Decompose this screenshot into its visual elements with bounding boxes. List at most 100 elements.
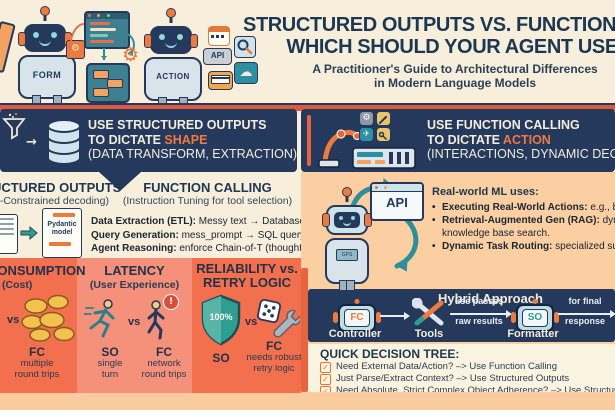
robot-ear-icon [144,34,152,48]
item-lead: Retrieval-Augmented Gen (RAG): [442,215,600,226]
consumption-subtitle: (Cost) [2,279,33,291]
arrow1-label-top: use passes [454,296,504,306]
cloud-glyph: ☁ [239,65,253,80]
checkbox-icon: ✓ [320,374,331,385]
use-case-line: Query Generation: mess_prompt → SQL quer… [91,229,307,243]
checkbox-icon: ✓ [320,362,331,373]
pydantic-model-doc-icon: Pydantic model [42,208,82,258]
calendar-icon [208,26,230,46]
robot-smile-icon [343,220,351,226]
flow-arrowhead [610,310,615,318]
warning-glyph: ! [168,297,174,307]
latency-title: LATENCY [104,263,165,278]
robot-eye-icon [51,32,57,38]
gear-tile-icon: ⚙ [359,111,374,126]
fc-label: FC [266,339,282,353]
real-world-heading: Real-world ML uses: [432,186,539,198]
window-dot [88,14,91,17]
runner-icon [84,299,115,338]
robot-ear-icon [190,34,198,48]
window-dot [375,186,378,189]
robot-head [18,24,72,52]
doc-accent-bar [53,213,75,217]
decision-item: ✓Need External Data/Action? –> Use Funct… [320,361,557,373]
robot-leg [346,280,355,291]
use-case-line: Data Extraction (ETL): Messy text → Data… [91,215,342,229]
doc-line [0,228,14,230]
latency-fc: FC network round trips [136,346,192,380]
code-line [90,22,110,25]
document-icon [0,214,18,254]
bullet-icon: • [432,215,436,226]
flowchart-node [93,88,109,97]
plane-glyph: ✈ [363,129,370,138]
function-calling-heading: FUNCTION CALLING [143,180,272,195]
gear-glyph: ⚙ [362,113,371,123]
fc-desc: needs robust [246,352,302,363]
band-line2-accent: ACTION [502,132,551,147]
formatter-label: Formatter [507,328,559,340]
cloud-icon: ☁ [234,62,258,84]
decision-tree-title: QUICK DECISION TREE: [320,347,460,361]
robotic-arm-icon [318,129,416,169]
controller-label: Controller [328,328,382,340]
function-calling-band: ⚙ ✈ USE FUNCTION CALLING TO DICTATE ACTI… [301,109,615,172]
robot-body: GPS [325,238,369,296]
card-face [211,75,230,84]
robot-chest-label: ACTION [156,72,190,81]
robot-eye-icon [177,34,183,40]
use-case-line: Agent Reasoning: enforce Chain-of-T (tho… [91,242,350,256]
search-icon [234,36,256,58]
credit-card-icon [208,71,233,90]
item-lead: Dynamic Task Routing: [442,241,553,252]
calendar-grid [211,35,227,38]
robot-eye-icon [351,216,355,220]
real-world-item: • Dynamic Task Routing: specialized sub-… [432,240,615,253]
doc-label-line1: Pydantic [47,221,77,228]
band-line3: (DATA TRANSFORM, EXTRACTION) [88,147,298,161]
chip-ear [511,312,516,323]
band-line1: USE FUNCTION CALLING [427,118,580,132]
doc-label-line2: model [51,229,73,236]
arrow2-label-top: for final [568,296,602,306]
real-world-item: • Retrieval-Augmented Gen (RAG): dynamic… [432,214,615,240]
flow-arrow [450,313,506,315]
structured-use-cases: Data Extraction (ETL): Messy text → Data… [91,215,350,256]
transform-arrow-icon [20,226,38,240]
decision-item-text: Need Absolute, Strict Complex Object Adh… [336,385,615,392]
dice-icon [256,298,282,324]
arrow2-label-bottom: response [564,316,606,326]
flow-arrowhead [404,312,410,320]
flowchart-node [107,79,123,88]
fc-desc: round trips [14,369,60,380]
reliability-title-line1: RELIABILITY vs. [196,261,298,276]
antenna [43,12,47,21]
structured-outputs-band: → USE STRUCTURED OUTPUTS TO DICTATE SHAP… [0,109,297,172]
vs-label: vs [128,316,141,328]
use-case-lead: Query Generation: [91,229,179,241]
fc-desc: round trips [141,369,187,380]
main-title-line2: WHICH SHOULD YOUR AGENT USE? [286,36,615,58]
item-lead: Executing Real-World Actions: [442,202,588,213]
code-line [90,40,114,43]
subtitle-line2: in Modern Language Models [373,76,536,90]
robot-face [334,212,360,228]
bottom-strip [0,393,615,410]
database-icon [47,119,81,165]
doc-label: Pydantic model [43,221,81,237]
antenna [345,193,349,202]
structured-outputs-band-text: USE STRUCTURED OUTPUTS TO DICTATE SHAPE … [88,118,297,162]
robot-chest-label: FORM [32,70,62,80]
top-banner: FORM ⚙ [0,0,615,113]
robot-foot [344,291,360,296]
flow-arrow [380,315,404,317]
card-stripe [212,77,229,79]
chip-antenna [354,299,360,304]
tools-label: Tools [414,328,444,340]
bullet-icon: • [432,241,436,252]
fc-label: FC [156,345,172,359]
robot-smile-icon [39,38,51,46]
robot-eye-icon [33,32,39,38]
fc-label: FC [29,345,45,359]
